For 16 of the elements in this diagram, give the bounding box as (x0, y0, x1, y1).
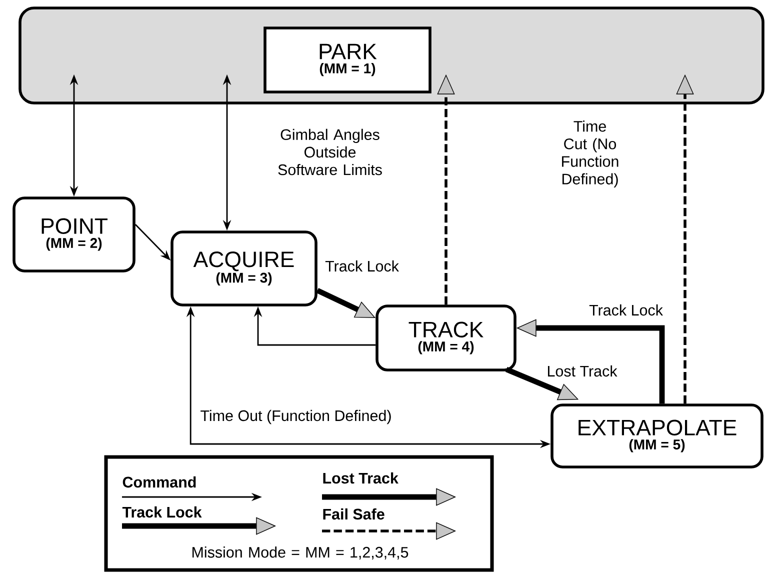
edge-label: Lost Track (544, 364, 620, 378)
edge-label: Track Lock (587, 302, 665, 318)
state-box: PARK (MM = 1) (264, 26, 432, 94)
state-box: EXTRAPOLATE (MM = 5) (550, 404, 764, 468)
legend-note: Mission Mode = MM = 1,2,3,4,5 (192, 546, 408, 560)
state-box: TRACK (MM = 4) (376, 304, 516, 372)
state-box: ACQUIRE (MM = 3) (170, 230, 318, 306)
legend-label: Command (122, 476, 196, 488)
edge-label: Time Out (Function Defined) (198, 408, 394, 426)
legend-label: Track Lock (122, 506, 202, 518)
note-text: Time Cut (No Function Defined) (562, 120, 618, 188)
state-box: POINT (MM = 2) (12, 196, 136, 272)
edge-label: Track Lock (323, 258, 401, 274)
note-text: Gimbal Angles Outside Software Limits (278, 128, 382, 176)
legend-label: Lost Track (323, 472, 398, 484)
legend-label: Fail Safe (323, 508, 384, 520)
